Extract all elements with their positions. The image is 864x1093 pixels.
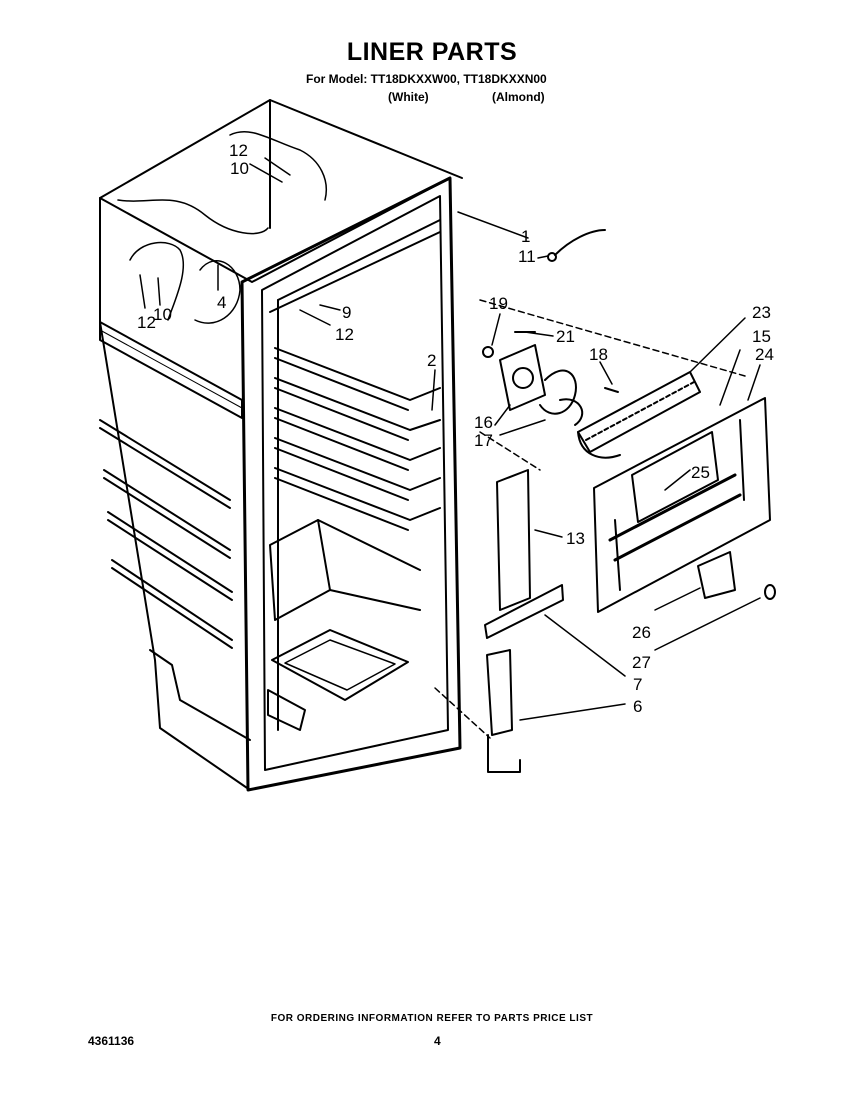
callout-18: 18 [589,345,608,364]
callout-11: 11 [518,247,536,266]
leader-lines [139,157,761,739]
callout-2: 2 [427,351,436,370]
callout-17: 17 [474,431,493,450]
callout-21: 21 [556,327,575,346]
model-line: For Model: TT18DKXXW00, TT18DKXXN00 [306,72,547,86]
callout-12-mid: 12 [335,325,354,344]
callout-23: 23 [752,303,771,322]
callout-13: 13 [566,529,585,548]
callout-24: 24 [755,345,774,364]
callout-4: 4 [217,293,226,312]
color-white-label: (White) [388,90,429,104]
small-parts [547,229,776,600]
callout-labels: 1 2 4 6 7 9 10 10 11 12 12 12 13 15 16 1… [137,141,774,716]
ordering-note: FOR ORDERING INFORMATION REFER TO PARTS … [270,1013,594,1024]
document-number: 4361136 [88,1034,135,1048]
callout-25: 25 [691,463,710,482]
callout-12-top: 12 [229,141,248,160]
callout-16: 16 [474,413,493,432]
liner-cabinet [99,99,463,792]
callout-1: 1 [521,227,530,246]
evaporator-grille [577,371,701,459]
callout-12-left: 12 [137,313,156,332]
callout-15: 15 [752,327,771,346]
page-number: 4 [434,1034,441,1048]
callout-9: 9 [342,303,351,322]
callout-6: 6 [633,697,642,716]
callout-10-left: 10 [153,305,172,324]
color-almond-label: (Almond) [492,90,545,104]
air-ducts [484,469,564,773]
callout-19: 19 [489,294,508,313]
rear-panel [593,397,771,613]
callout-10-top: 10 [230,159,249,178]
callout-27: 27 [632,653,651,672]
page-title: LINER PARTS [346,38,518,66]
callout-26: 26 [632,623,651,642]
callout-7: 7 [633,675,642,694]
